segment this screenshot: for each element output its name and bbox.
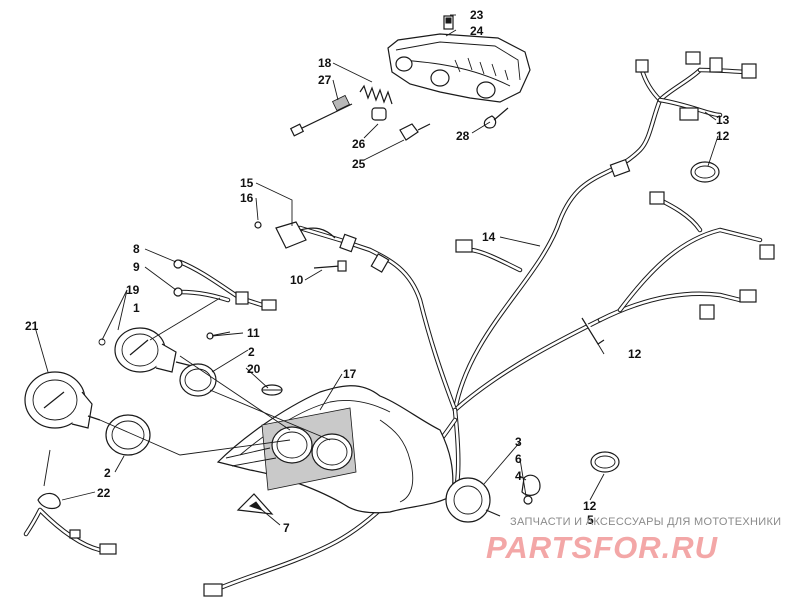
headlight-assembly (387, 15, 531, 103)
headlight-adjuster-parts (289, 84, 509, 141)
speedometer-gauge (24, 371, 101, 429)
cable-tie-parts (581, 161, 720, 473)
callout-14: 14 (482, 230, 496, 244)
callout-21: 21 (25, 319, 39, 333)
watermark-caption: ЗАПЧАСТИ И АКСЕССУАРЫ ДЛЯ МОТОТЕХНИКИ (510, 516, 781, 528)
callout-1: 1 (133, 301, 140, 315)
ignition-switch (445, 474, 541, 523)
tachometer-sub-harness (173, 259, 277, 340)
callout-23: 23 (470, 8, 484, 22)
callout-labels: 23 24 18 27 26 25 28 13 12 14 15 16 10 8… (25, 8, 730, 535)
watermark: ЗАПЧАСТИ И АКСЕССУАРЫ ДЛЯ МОТОТЕХНИКИ PA… (486, 516, 781, 565)
callout-5: 5 (587, 513, 594, 527)
callout-22: 22 (97, 486, 111, 500)
callout-8: 8 (133, 242, 140, 256)
callout-27: 27 (318, 73, 332, 87)
gauge-bezel-rings (98, 338, 217, 456)
callout-16: 16 (240, 191, 254, 205)
callout-12-mid: 12 (628, 347, 642, 361)
front-harness-connector (203, 583, 223, 597)
callout-11: 11 (247, 326, 260, 340)
indicator-bulb (261, 384, 283, 396)
callout-9: 9 (133, 260, 140, 274)
callout-4: 4 (515, 469, 522, 483)
callout-26: 26 (352, 137, 366, 151)
callout-10: 10 (290, 273, 304, 287)
callout-12-bottom: 12 (583, 499, 597, 513)
callout-28: 28 (456, 129, 470, 143)
warning-label (236, 493, 274, 515)
callout-6: 6 (515, 452, 522, 466)
callout-2-lower: 2 (104, 466, 111, 480)
callout-18: 18 (318, 56, 332, 70)
callout-15: 15 (240, 176, 254, 190)
tachometer-gauge (114, 327, 193, 373)
mounting-bracket (254, 221, 347, 272)
main-wiring-harness (212, 51, 775, 593)
leader-lines (34, 14, 719, 526)
callout-17: 17 (343, 367, 357, 381)
callout-2-upper: 2 (248, 345, 255, 359)
callout-3: 3 (515, 435, 522, 449)
callout-7: 7 (283, 521, 290, 535)
callout-19: 19 (126, 283, 140, 297)
callout-25: 25 (352, 157, 366, 171)
callout-12-top: 12 (716, 129, 730, 143)
callout-24: 24 (470, 24, 484, 38)
speedometer-pigtail (23, 492, 117, 555)
callout-13: 13 (716, 113, 730, 127)
callout-20: 20 (247, 362, 261, 376)
watermark-brand: PARTSFOR.RU (486, 530, 719, 565)
